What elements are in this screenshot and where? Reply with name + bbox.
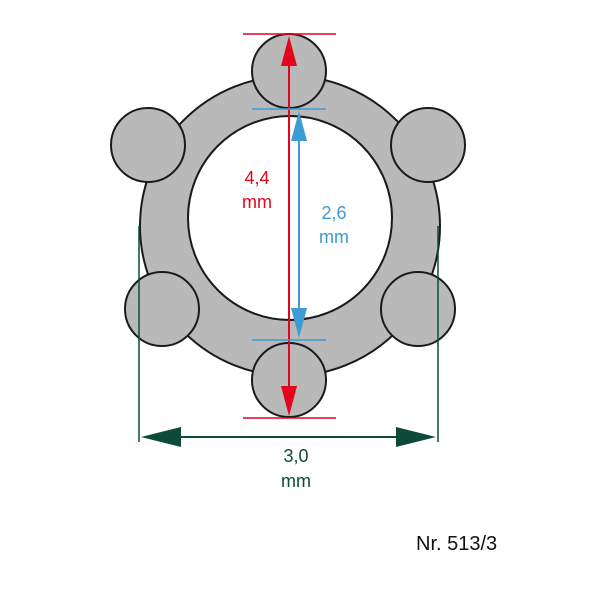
bead-lower-left <box>124 271 200 347</box>
bead-upper-left <box>110 107 186 183</box>
width-dimension <box>138 226 439 447</box>
outer-dim-arrow-top <box>281 36 297 66</box>
width-dim-unit: mm <box>281 471 311 491</box>
inner-dim-unit: mm <box>319 227 349 247</box>
inner-dimension <box>252 108 326 341</box>
outer-dim-value: 4,4 <box>244 168 269 188</box>
inner-dim-value: 2,6 <box>321 203 346 223</box>
width-dim-value: 3,0 <box>283 446 308 466</box>
outer-dim-arrow-bottom <box>281 386 297 416</box>
catalog-number: Nr. 513/3 <box>416 533 498 555</box>
outer-dim-unit: mm <box>242 192 272 212</box>
width-dim-arrow-left <box>141 427 181 447</box>
inner-dim-arrow-top <box>291 111 307 141</box>
outer-dimension <box>243 33 336 419</box>
inner-dim-arrow-bottom <box>291 308 307 338</box>
bead-upper-right <box>390 107 466 183</box>
bead-lower-right <box>380 271 456 347</box>
width-dim-arrow-right <box>396 427 436 447</box>
